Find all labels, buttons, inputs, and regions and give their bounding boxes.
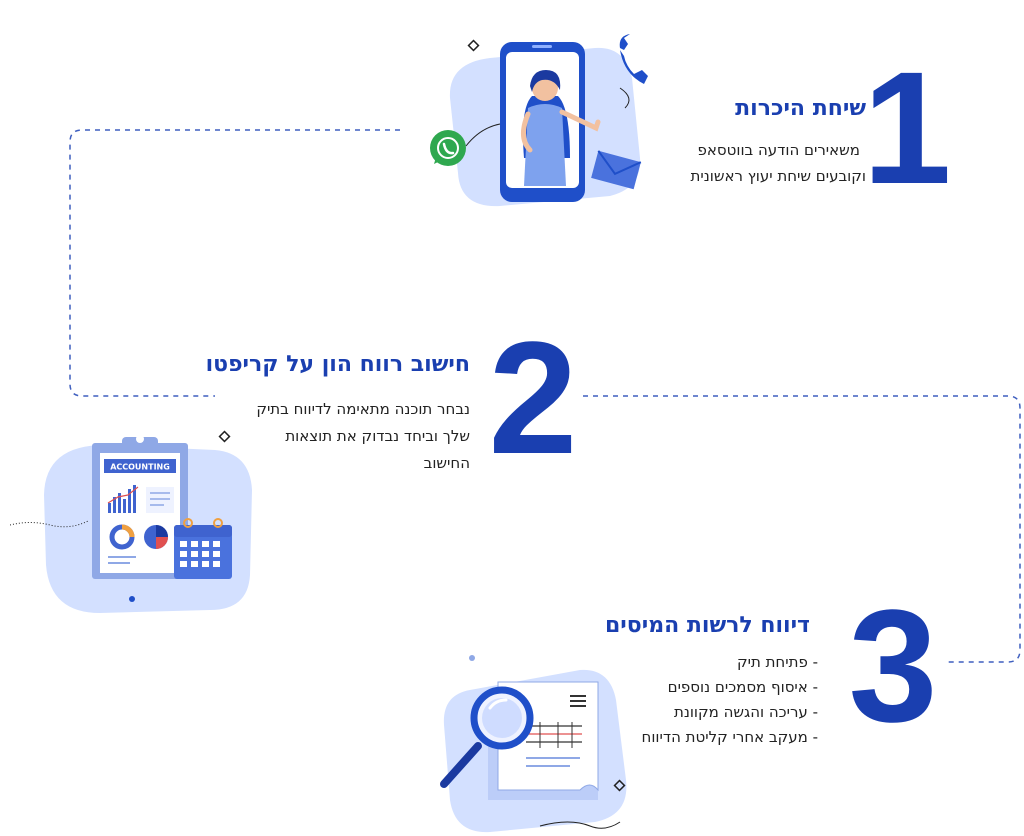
whatsapp-icon bbox=[430, 130, 466, 166]
list-item: - פתיחת תיק bbox=[736, 653, 818, 671]
step-3-list: - פתיחת תיק - איסוף מסמכים נוספים - עריכ… bbox=[642, 650, 818, 750]
step-2-title: חישוב רווח הון על קריפטו bbox=[205, 352, 470, 377]
step-2-description: נבחר תוכנה מתאימה לדיווח בתיק שלך וביחד … bbox=[256, 396, 470, 477]
phone-support-illustration bbox=[430, 34, 648, 207]
step-2-number: 2 bbox=[488, 308, 578, 487]
step-2-line: נבחר תוכנה מתאימה לדיווח בתיק bbox=[256, 400, 470, 418]
list-item: - מעקב אחרי קליטת הדיווח bbox=[641, 728, 818, 746]
dot bbox=[469, 655, 475, 661]
step-1-description: משאירים הודעה בווטסאפ וקובעים שיחת יעוץ … bbox=[691, 137, 866, 189]
step-1-number: 1 bbox=[862, 38, 952, 217]
accounting-illustration: ACCOUNTING bbox=[10, 430, 252, 613]
envelope-icon bbox=[591, 150, 642, 190]
diamond-icon bbox=[613, 779, 626, 792]
clipboard-label: ACCOUNTING bbox=[110, 463, 170, 472]
diamond-icon bbox=[467, 39, 480, 52]
step-2-line: החישוב bbox=[423, 454, 470, 472]
step-3-title: דיווח לרשות המיסים bbox=[604, 613, 810, 638]
step-1-line: משאירים הודעה בווטסאפ bbox=[697, 141, 860, 159]
dot bbox=[129, 596, 135, 602]
pie-chart-icon bbox=[144, 525, 168, 549]
list-item: - עריכה והגשה מקוונת bbox=[673, 703, 818, 721]
magnifier-icon bbox=[440, 686, 534, 788]
diamond-icon bbox=[218, 430, 231, 443]
step-3-number: 3 bbox=[848, 576, 938, 755]
step-1-line: וקובעים שיחת יעוץ ראשונית bbox=[690, 167, 866, 185]
bar-chart-icon bbox=[107, 485, 139, 513]
tax-report-illustration bbox=[440, 655, 627, 833]
step-1-title: שיחת היכרות bbox=[735, 96, 866, 121]
list-item: - איסוף מסמכים נוספים bbox=[667, 678, 818, 696]
step-2-line: שלך וביחד נבדוק את תוצאות bbox=[285, 427, 470, 445]
phone-receiver-icon bbox=[619, 34, 648, 84]
calendar-icon bbox=[174, 518, 232, 579]
